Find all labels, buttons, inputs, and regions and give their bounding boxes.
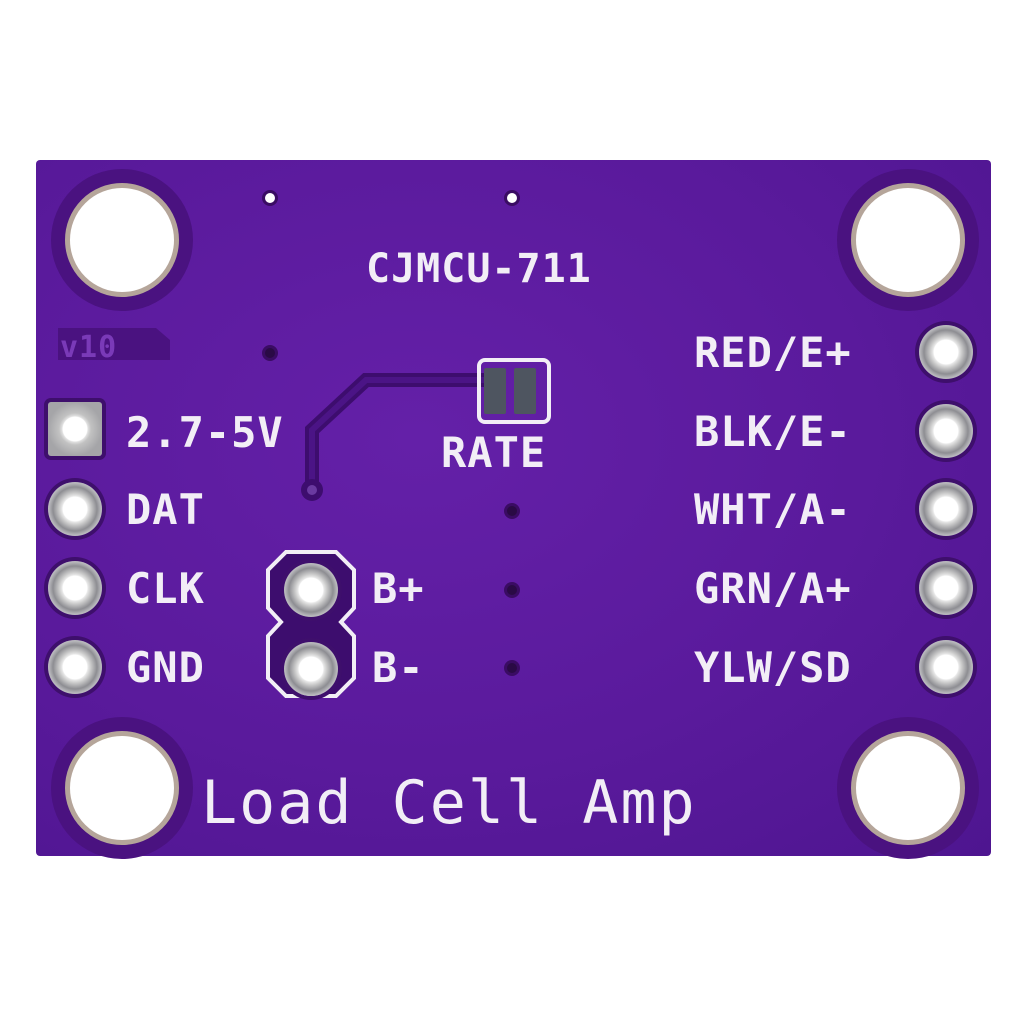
- pin-pad-b-plus[interactable]: [284, 563, 338, 617]
- pin-pad-gnd[interactable]: [48, 640, 102, 694]
- model-label: CJMCU-711: [366, 246, 592, 292]
- board-title: Load Cell Amp: [201, 768, 697, 838]
- mounting-hole-bottom-right: [851, 731, 965, 845]
- via: [504, 503, 520, 519]
- pin-pad-clk[interactable]: [48, 561, 102, 615]
- mounting-hole-top-right: [851, 183, 965, 297]
- mounting-hole-bottom-left: [65, 731, 179, 845]
- pin-pad-vcc[interactable]: [48, 402, 102, 456]
- mounting-hole-top-left: [65, 183, 179, 297]
- pin-label-grn: GRN/A+: [694, 564, 852, 613]
- pin-label-wht: WHT/A-: [694, 485, 852, 534]
- pin-label-ylw: YLW/SD: [694, 643, 852, 692]
- pin-pad-wht[interactable]: [919, 482, 973, 536]
- pin-pad-red[interactable]: [919, 325, 973, 379]
- pin-label-b-plus: B+: [372, 564, 425, 613]
- pin-pad-dat[interactable]: [48, 482, 102, 536]
- pin-label-vcc: 2.7-5V: [126, 408, 284, 457]
- via: [504, 582, 520, 598]
- pin-pad-ylw[interactable]: [919, 640, 973, 694]
- pin-label-dat: DAT: [126, 485, 205, 534]
- pin-label-blk: BLK/E-: [694, 407, 852, 456]
- pin-pad-b-minus[interactable]: [284, 642, 338, 696]
- pcb-board: CJMCU-711 v10 RATE Load Cell Amp 2.7-5V …: [36, 160, 991, 856]
- via: [504, 660, 520, 676]
- pin-label-gnd: GND: [126, 643, 205, 692]
- pin-pad-grn[interactable]: [919, 561, 973, 615]
- pin-label-red: RED/E+: [694, 328, 852, 377]
- pin-label-clk: CLK: [126, 564, 205, 613]
- pin-label-b-minus: B-: [372, 643, 425, 692]
- jumper-label: RATE: [441, 428, 547, 477]
- via: [504, 190, 520, 206]
- via: [262, 190, 278, 206]
- via: [262, 345, 278, 361]
- pin-pad-blk[interactable]: [919, 404, 973, 458]
- version-label: v10: [60, 330, 118, 365]
